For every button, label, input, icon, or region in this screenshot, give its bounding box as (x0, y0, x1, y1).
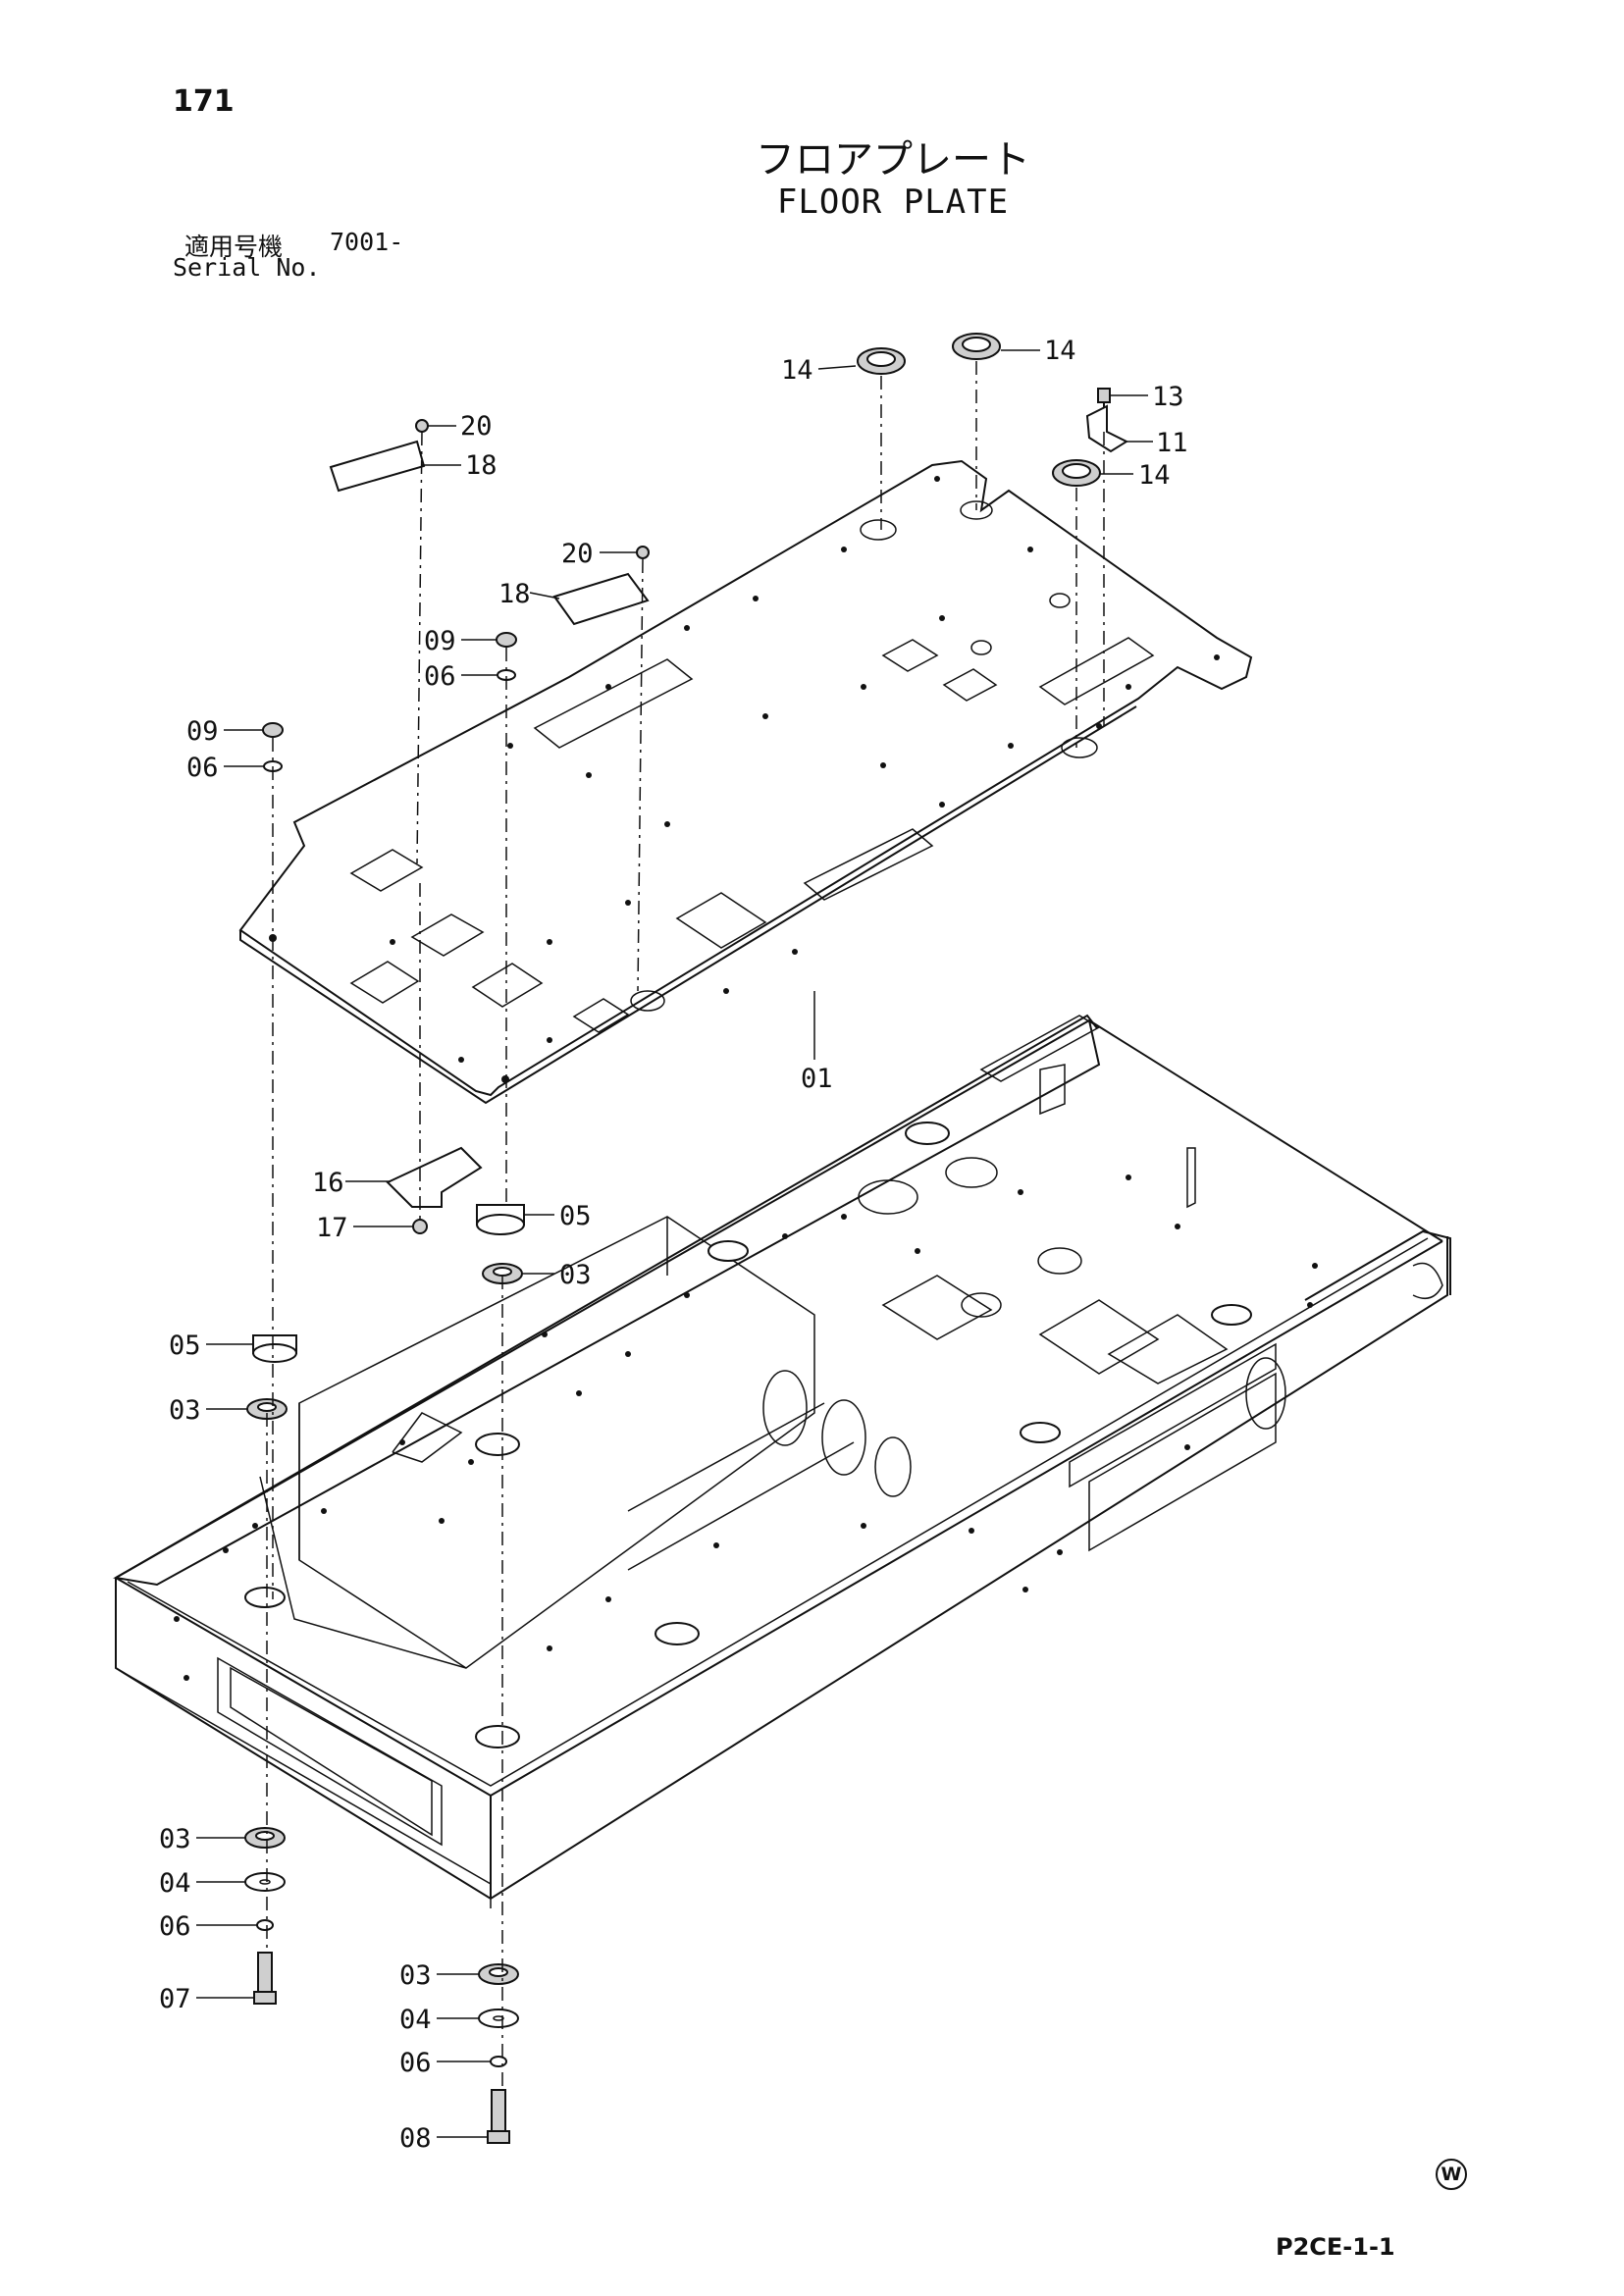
callout-16: 16 (312, 1168, 344, 1198)
assembly-centerlines (266, 361, 1105, 2090)
callout-06-lower-left: 06 (159, 1911, 191, 1942)
callout-11: 11 (1156, 428, 1188, 458)
grommet-14a (857, 347, 906, 375)
callout-08: 08 (399, 2123, 432, 2154)
callout-14-right: 14 (1138, 460, 1171, 491)
callout-05-right: 05 (559, 1201, 592, 1231)
title-japanese: フロアプレート (756, 137, 1030, 183)
serial-number-value: 7001- (330, 228, 404, 256)
grommet-14b (952, 333, 1001, 360)
callout-14-top: 14 (1044, 336, 1076, 366)
mount-05a (476, 1204, 525, 1235)
callout-06-left: 06 (186, 753, 219, 783)
callout-03-lower-left: 03 (159, 1824, 191, 1854)
drawing-code: P2CE-1-1 (1276, 2233, 1395, 2261)
callout-04-lower-right: 04 (399, 2005, 432, 2035)
mount-05b (252, 1334, 297, 1363)
floor-plate-01 (238, 459, 1253, 1105)
callout-09-left: 09 (186, 716, 219, 747)
callout-20-mid: 20 (561, 539, 594, 569)
callout-07: 07 (159, 1984, 191, 2014)
callout-03-lower-right: 03 (399, 1960, 432, 1991)
callout-20-upper: 20 (460, 411, 493, 442)
callout-03-right: 03 (559, 1260, 592, 1290)
callout-06-mid: 06 (424, 661, 456, 692)
serial-label-english: Serial No. (173, 253, 321, 282)
watermark-circle-icon: W (1436, 2159, 1467, 2190)
page-number: 171 (173, 84, 235, 119)
callout-leaders (196, 349, 1153, 2138)
base-frame (113, 1014, 1451, 1908)
callout-03-left: 03 (169, 1395, 201, 1426)
callout-14-left: 14 (781, 355, 813, 386)
callout-18-upper: 18 (465, 450, 498, 481)
callout-13: 13 (1152, 382, 1184, 412)
callout-18-mid: 18 (498, 579, 531, 609)
callout-labels: 14 14 14 13 11 20 18 20 18 09 06 09 06 0… (159, 336, 1188, 2154)
serial-label-japanese: 適用号機 (184, 233, 284, 261)
callout-01: 01 (801, 1064, 833, 1094)
grommet-14c (1052, 459, 1101, 487)
callout-09-mid: 09 (424, 626, 456, 656)
callout-05-left: 05 (169, 1331, 201, 1361)
title-english: FLOOR PLATE (776, 183, 1010, 222)
callout-06-lower-right: 06 (399, 2048, 432, 2078)
callout-17: 17 (316, 1213, 348, 1243)
callout-04-lower-left: 04 (159, 1868, 191, 1899)
